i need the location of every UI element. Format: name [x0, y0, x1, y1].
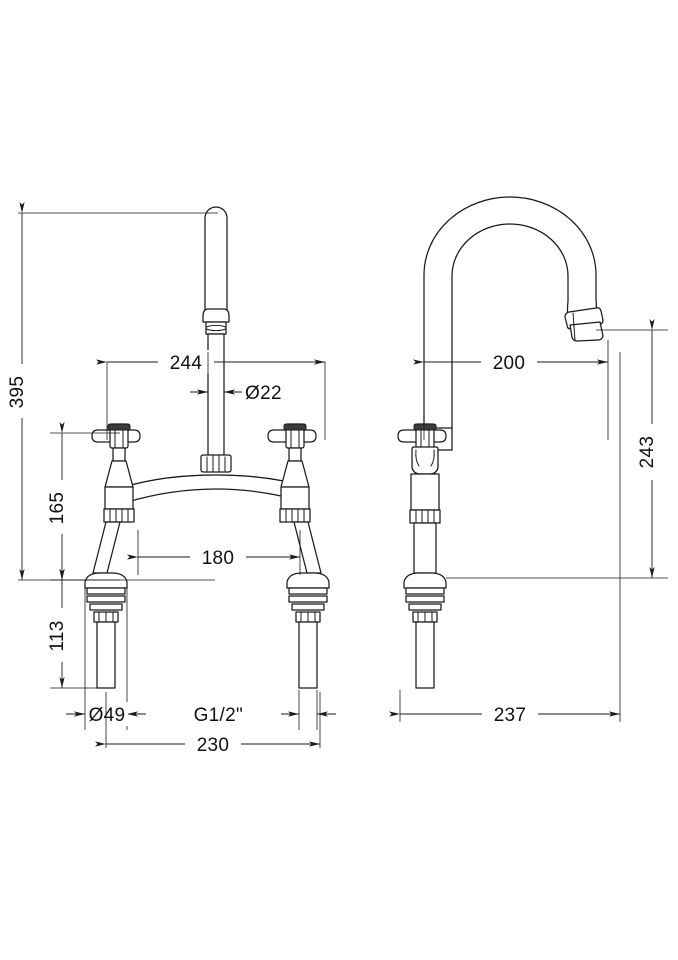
front-left-base-flange	[84, 572, 128, 623]
dimension-label-d22: Ø22	[245, 383, 282, 404]
dimension-395: 395	[7, 202, 218, 581]
dimension-230: 230	[95, 692, 321, 756]
dimension-180: 180	[127, 530, 301, 575]
side-view-geometry	[397, 196, 604, 689]
front-right-crosshead-handle	[267, 423, 317, 449]
dimension-244: 244	[96, 350, 326, 440]
front-right-collar	[279, 508, 311, 523]
dimension-label-230: 230	[197, 735, 230, 756]
front-left-tail	[96, 621, 116, 689]
front-left-valve	[84, 423, 141, 689]
dimension-200: 200	[413, 340, 609, 440]
dimension-label-244: 244	[170, 353, 203, 374]
side-tail	[415, 621, 435, 689]
side-spout-outlet	[564, 307, 604, 342]
front-left-collar	[103, 508, 135, 523]
dimension-243: 243	[446, 319, 668, 579]
dimension-label-113: 113	[47, 620, 68, 651]
dimension-label-243: 243	[637, 436, 658, 469]
dimension-label-237: 237	[494, 705, 527, 726]
dimension-label-180: 180	[202, 548, 235, 569]
dimension-label-165: 165	[47, 492, 68, 525]
dimension-113: 113	[47, 569, 98, 689]
dimension-d49: Ø49	[66, 586, 146, 730]
dimension-label-200: 200	[493, 353, 526, 374]
front-right-tail	[298, 621, 318, 689]
side-valve-body	[403, 446, 447, 689]
side-collar	[409, 509, 441, 524]
front-right-valve	[267, 423, 330, 689]
dimension-165: 165	[47, 422, 120, 581]
dimension-label-g12: G1/2"	[194, 705, 243, 726]
front-centre-hub	[200, 454, 232, 473]
dimension-237: 237	[389, 352, 621, 726]
side-crosshead-handle	[397, 423, 447, 449]
dimension-d22: Ø22	[190, 352, 282, 418]
dimension-label-d49: Ø49	[89, 705, 126, 726]
dimension-label-395: 395	[7, 376, 28, 409]
dimension-g12: G1/2"	[194, 690, 336, 730]
